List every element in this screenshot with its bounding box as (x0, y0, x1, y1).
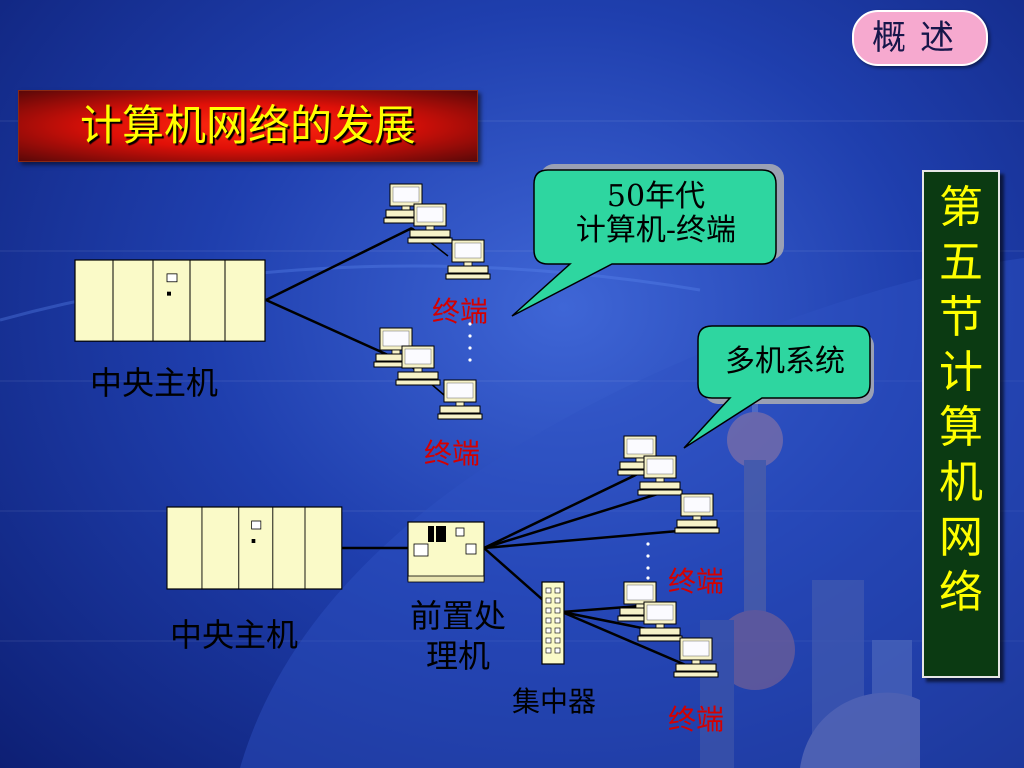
callout-era-text: 50年代 计算机-终端 (538, 180, 774, 248)
central-host-label-top: 中央主机 (90, 364, 219, 402)
background-stripe (0, 250, 1024, 252)
terminal-label: 终端 (668, 565, 725, 598)
background-stripe (0, 510, 1024, 512)
callout-multi-machine (683, 325, 871, 449)
concentrator (541, 581, 565, 665)
section-title-panel: 第五节计算机网络 (922, 170, 1000, 678)
tv-tower-silhouette (700, 330, 920, 768)
terminal-pc (637, 601, 683, 642)
connection-line (483, 547, 553, 609)
terminal-pc (637, 455, 683, 496)
title-banner: 计算机网络的发展 (18, 90, 478, 162)
callout-era-line2: 计算机-终端 (575, 213, 737, 248)
central-host-top (74, 259, 266, 342)
front-end-processor (407, 521, 485, 583)
concentrator-label: 集中器 (512, 685, 597, 718)
background-stripe (0, 640, 1024, 642)
ellipsis-dots (646, 542, 650, 580)
terminal-label: 终端 (424, 437, 481, 470)
central-host-label-bottom: 中央主机 (170, 616, 299, 654)
terminal-pc (673, 637, 719, 678)
overview-badge: 概述 (852, 10, 988, 66)
terminal-pc (445, 239, 491, 280)
connection-line (561, 610, 653, 632)
callout-era (511, 169, 777, 317)
connection-line (265, 298, 409, 366)
connection-line (483, 490, 665, 550)
connection-line (483, 528, 691, 550)
connection-line (483, 468, 647, 550)
slide-title: 计算机网络的发展 (79, 101, 416, 150)
terminal-pc (407, 203, 453, 244)
connection-line (561, 610, 689, 668)
section-title: 第五节计算机网络 (939, 182, 983, 618)
terminal-label: 终端 (432, 295, 489, 328)
central-host-bottom (166, 506, 343, 590)
ellipsis-dots (468, 322, 472, 362)
terminal-label: 终端 (668, 703, 725, 736)
connection-line (561, 604, 641, 614)
front-end-processor-label: 前置处理机 (409, 597, 506, 675)
terminal-pc (437, 379, 483, 420)
background-stripe (0, 120, 1024, 122)
terminal-pc (395, 345, 441, 386)
background-stripe (0, 380, 1024, 382)
callout-era-line1: 50年代 (606, 179, 706, 214)
terminal-pc (674, 493, 720, 534)
connection-line (265, 226, 413, 302)
callout-multi-machine-text: 多机系统 (725, 344, 845, 379)
